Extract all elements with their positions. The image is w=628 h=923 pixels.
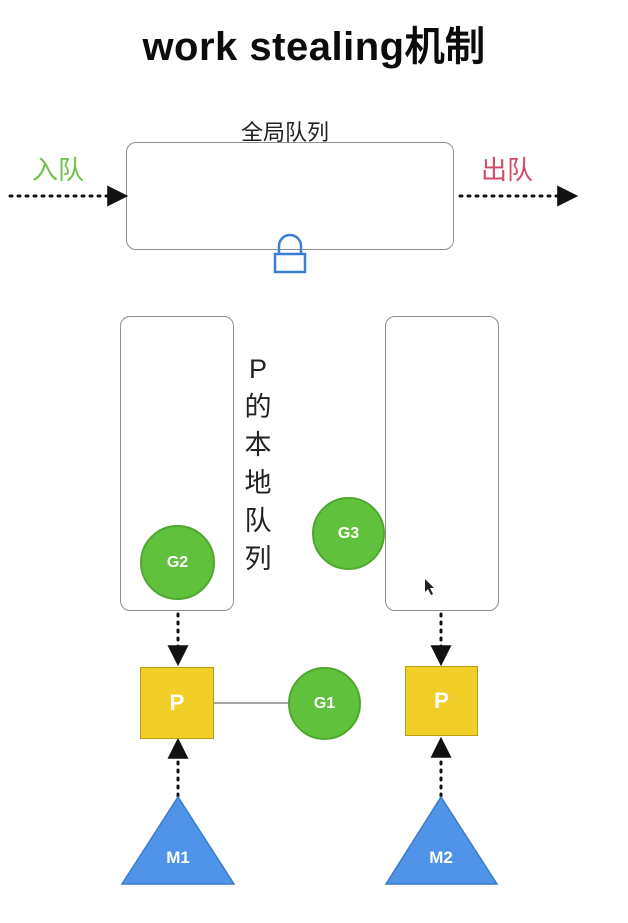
goroutine-g3: G3 [312,497,385,570]
enqueue-label: 入队 [32,155,85,185]
m1-triangle [120,795,236,885]
dequeue-label: 出队 [481,155,534,185]
local-queue-label-char: P [248,354,267,384]
lock-icon [273,233,307,274]
processor-left: P [140,667,214,739]
local-queue-label: P 的 本 地 队 列 [240,350,276,578]
goroutine-g1: G1 [288,667,361,740]
m2-triangle [384,795,499,885]
global-queue-label: 全局队列 [240,120,329,145]
processor-right: P [405,666,478,736]
diagram-title: work stealing机制 [142,25,486,69]
local-queue-label-char: 队 [244,506,272,536]
goroutine-g2: G2 [140,525,215,600]
cursor-icon [425,579,434,595]
machine-m1-label: M1 [166,848,190,867]
machine-m2-label: M2 [429,848,453,867]
local-queue-right [385,316,499,611]
local-queue-label-char: 地 [244,468,272,498]
local-queue-label-char: 列 [244,544,272,574]
local-queue-label-char: 本 [244,430,272,460]
local-queue-label-char: 的 [244,392,272,422]
